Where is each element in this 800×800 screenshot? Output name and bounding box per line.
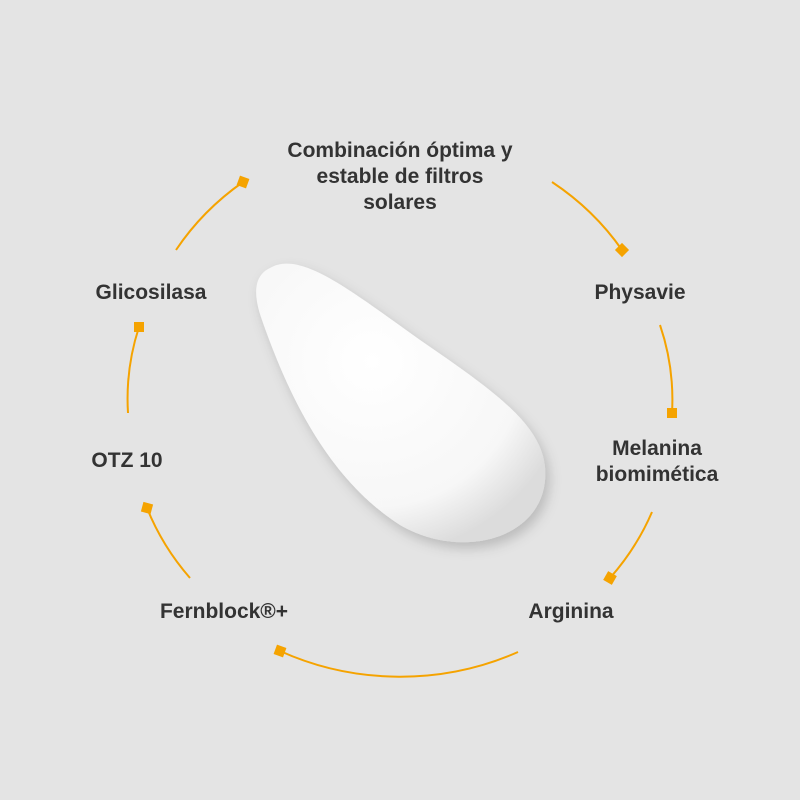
cycle-arrow — [609, 511, 653, 579]
label-line: biomimética — [595, 463, 719, 486]
arrow-marker-icon — [614, 242, 630, 258]
label-line: solares — [363, 191, 437, 214]
ingredient-label-filters: Combinación óptima y estable de filtros … — [287, 138, 512, 216]
label-line: estable de filtros — [316, 165, 484, 188]
cycle-arrow — [551, 181, 623, 251]
cycle-arrow — [126, 326, 140, 414]
arrow-marker-icon — [134, 322, 144, 332]
ingredient-label-fernblock: Fernblock®+ — [159, 600, 289, 623]
cycle-arrow — [279, 650, 519, 678]
cycle-arrow — [659, 324, 674, 414]
ingredient-label-otz10: OTZ 10 — [91, 449, 163, 472]
arrow-marker-icon — [603, 571, 617, 585]
arrow-marker-icon — [236, 175, 250, 189]
ingredient-label-arginina: Arginina — [528, 600, 614, 623]
ingredient-label-glicosilasa: Glicosilasa — [95, 281, 207, 304]
label-line: Combinación óptima y — [287, 139, 513, 162]
ingredient-label-physavie: Physavie — [594, 281, 686, 304]
cycle-arrow — [175, 181, 244, 251]
ingredient-label-melanina: Melanina biomimética — [596, 436, 719, 488]
arrow-marker-icon — [667, 408, 677, 418]
cream-drop-image — [256, 263, 546, 543]
arrow-marker-icon — [140, 501, 154, 515]
label-line: Melanina — [612, 437, 702, 460]
arrow-marker-icon — [273, 644, 287, 658]
cycle-arrow — [146, 507, 191, 579]
